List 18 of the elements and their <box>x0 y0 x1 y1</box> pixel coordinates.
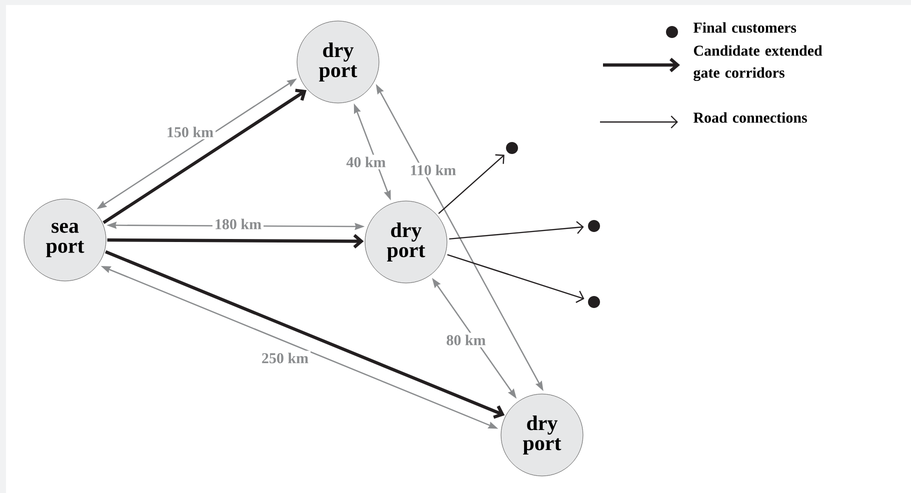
legend-text: Candidate extended gate corridors <box>694 45 822 81</box>
edge-label: 150 km <box>164 124 216 140</box>
edge-label: 40 km <box>344 154 388 170</box>
customer-dot <box>588 296 600 308</box>
edge-label: 250 km <box>259 350 311 366</box>
customer-dot <box>588 220 600 232</box>
legend-text: Road connections <box>693 112 807 123</box>
road-arrow <box>438 154 504 214</box>
corridor-arrow <box>104 250 505 419</box>
customer-dot <box>506 142 518 154</box>
road-arrow <box>447 254 584 303</box>
corridor-arrow <box>102 88 307 224</box>
corridor-arrow <box>107 234 364 248</box>
edge-label: 80 km <box>444 332 488 348</box>
edge-label: 110 km <box>408 162 458 178</box>
legend-text: Final customers <box>693 22 796 33</box>
road-arrow <box>449 221 584 240</box>
edge-label: 180 km <box>212 216 264 232</box>
